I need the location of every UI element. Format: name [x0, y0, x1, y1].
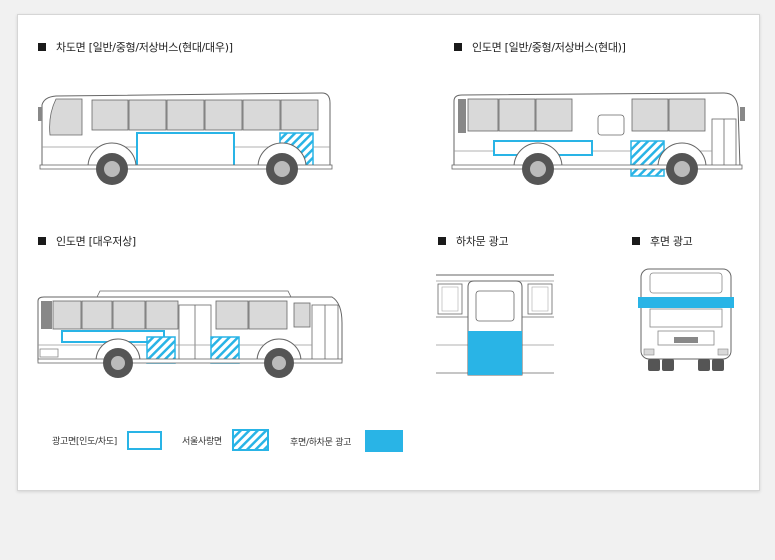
bullet-square-icon — [38, 237, 46, 245]
legend-solid: 후면/하차문 광고 — [290, 430, 404, 452]
window — [242, 99, 281, 131]
section-title-door-side-daewoo: 인도면 [대우저상] — [38, 233, 136, 249]
window — [204, 99, 243, 131]
window — [166, 99, 205, 131]
rear-title: 후면 광고 — [650, 235, 693, 248]
rear-wheel — [662, 359, 674, 371]
rear-light — [39, 348, 59, 358]
door-window — [475, 290, 515, 322]
window — [128, 99, 167, 131]
bullet-square-icon — [454, 43, 462, 51]
bus-door-side-hyundai-figure — [451, 92, 745, 185]
tail-light — [643, 348, 655, 356]
legend-hatched-swatch — [231, 429, 269, 451]
bus-driver-side-figure — [38, 92, 333, 185]
middle-window — [597, 114, 625, 136]
bullet-square-icon — [438, 237, 446, 245]
rear-lower-panel — [649, 308, 723, 328]
rear-ad-area-solid — [638, 297, 734, 308]
bumper — [451, 164, 743, 170]
door-side-daewoo-title: 인도면 [대우저상] — [56, 235, 136, 248]
window — [498, 98, 536, 132]
legend-solid-swatch — [365, 430, 404, 452]
window — [668, 98, 706, 132]
legend-outline: 광고면[인도/차도] — [52, 431, 163, 450]
window — [91, 99, 129, 131]
bullet-square-icon — [38, 43, 46, 51]
window-inner — [531, 286, 549, 312]
hubcap — [272, 159, 292, 179]
hubcap — [109, 354, 127, 372]
hubcap — [102, 159, 122, 179]
seoul-love-area-hatched — [630, 140, 665, 177]
hubcap — [672, 159, 692, 179]
window — [535, 98, 573, 132]
front-window — [49, 98, 83, 136]
legend-hatched: 서울사랑면 — [182, 429, 269, 451]
window — [631, 98, 669, 132]
bumper — [37, 358, 343, 364]
rear-wheel — [648, 359, 660, 371]
section-title-rear-door: 하차문 광고 — [438, 233, 509, 249]
rear-top-window — [649, 272, 723, 294]
rear-door-figure — [436, 274, 554, 376]
section-title-door-side-hyundai: 인도면 [일반/중형/저상버스(현대)] — [454, 39, 626, 55]
legend-solid-label: 후면/하차문 광고 — [290, 437, 352, 448]
bumper — [39, 164, 333, 170]
section-title-rear: 후면 광고 — [632, 233, 693, 249]
window — [52, 300, 82, 330]
tail-light — [717, 348, 729, 356]
driver-side-title: 차도면 [일반/중형/저상버스(현대/대우)] — [56, 41, 233, 54]
rear-wheel — [698, 359, 710, 371]
side-mirror — [740, 107, 745, 121]
window — [293, 302, 311, 328]
rear-wheel — [712, 359, 724, 371]
diagram-card: 차도면 [일반/중형/저상버스(현대/대우)] 인도면 [일반/중형/저상버스(… — [17, 14, 760, 491]
ad-area-outline — [136, 132, 235, 167]
rear-panel — [458, 99, 466, 133]
legend-outline-label: 광고면[인도/차도] — [52, 437, 118, 447]
license-plate — [674, 337, 698, 343]
rear-door-ad-area-solid — [468, 331, 522, 375]
rear-panel — [41, 301, 52, 329]
rear-door-title: 하차문 광고 — [456, 235, 509, 248]
window — [112, 300, 146, 330]
hubcap — [528, 159, 548, 179]
window-inner — [441, 286, 459, 312]
legend-hatched-label: 서울사랑면 — [182, 436, 222, 447]
bus-door-side-daewoo-figure — [37, 290, 343, 378]
side-mirror — [38, 107, 42, 121]
bullet-square-icon — [632, 237, 640, 245]
hubcap — [270, 354, 288, 372]
bus-rear-figure — [638, 268, 734, 371]
door-side-hyundai-title: 인도면 [일반/중형/저상버스(현대)] — [472, 41, 626, 54]
window — [248, 300, 288, 330]
window — [280, 99, 319, 131]
window — [145, 300, 179, 330]
legend-outline-swatch — [127, 431, 163, 450]
window — [81, 300, 113, 330]
section-title-driver-side: 차도면 [일반/중형/저상버스(현대/대우)] — [38, 39, 233, 55]
window — [467, 98, 499, 132]
window — [215, 300, 249, 330]
